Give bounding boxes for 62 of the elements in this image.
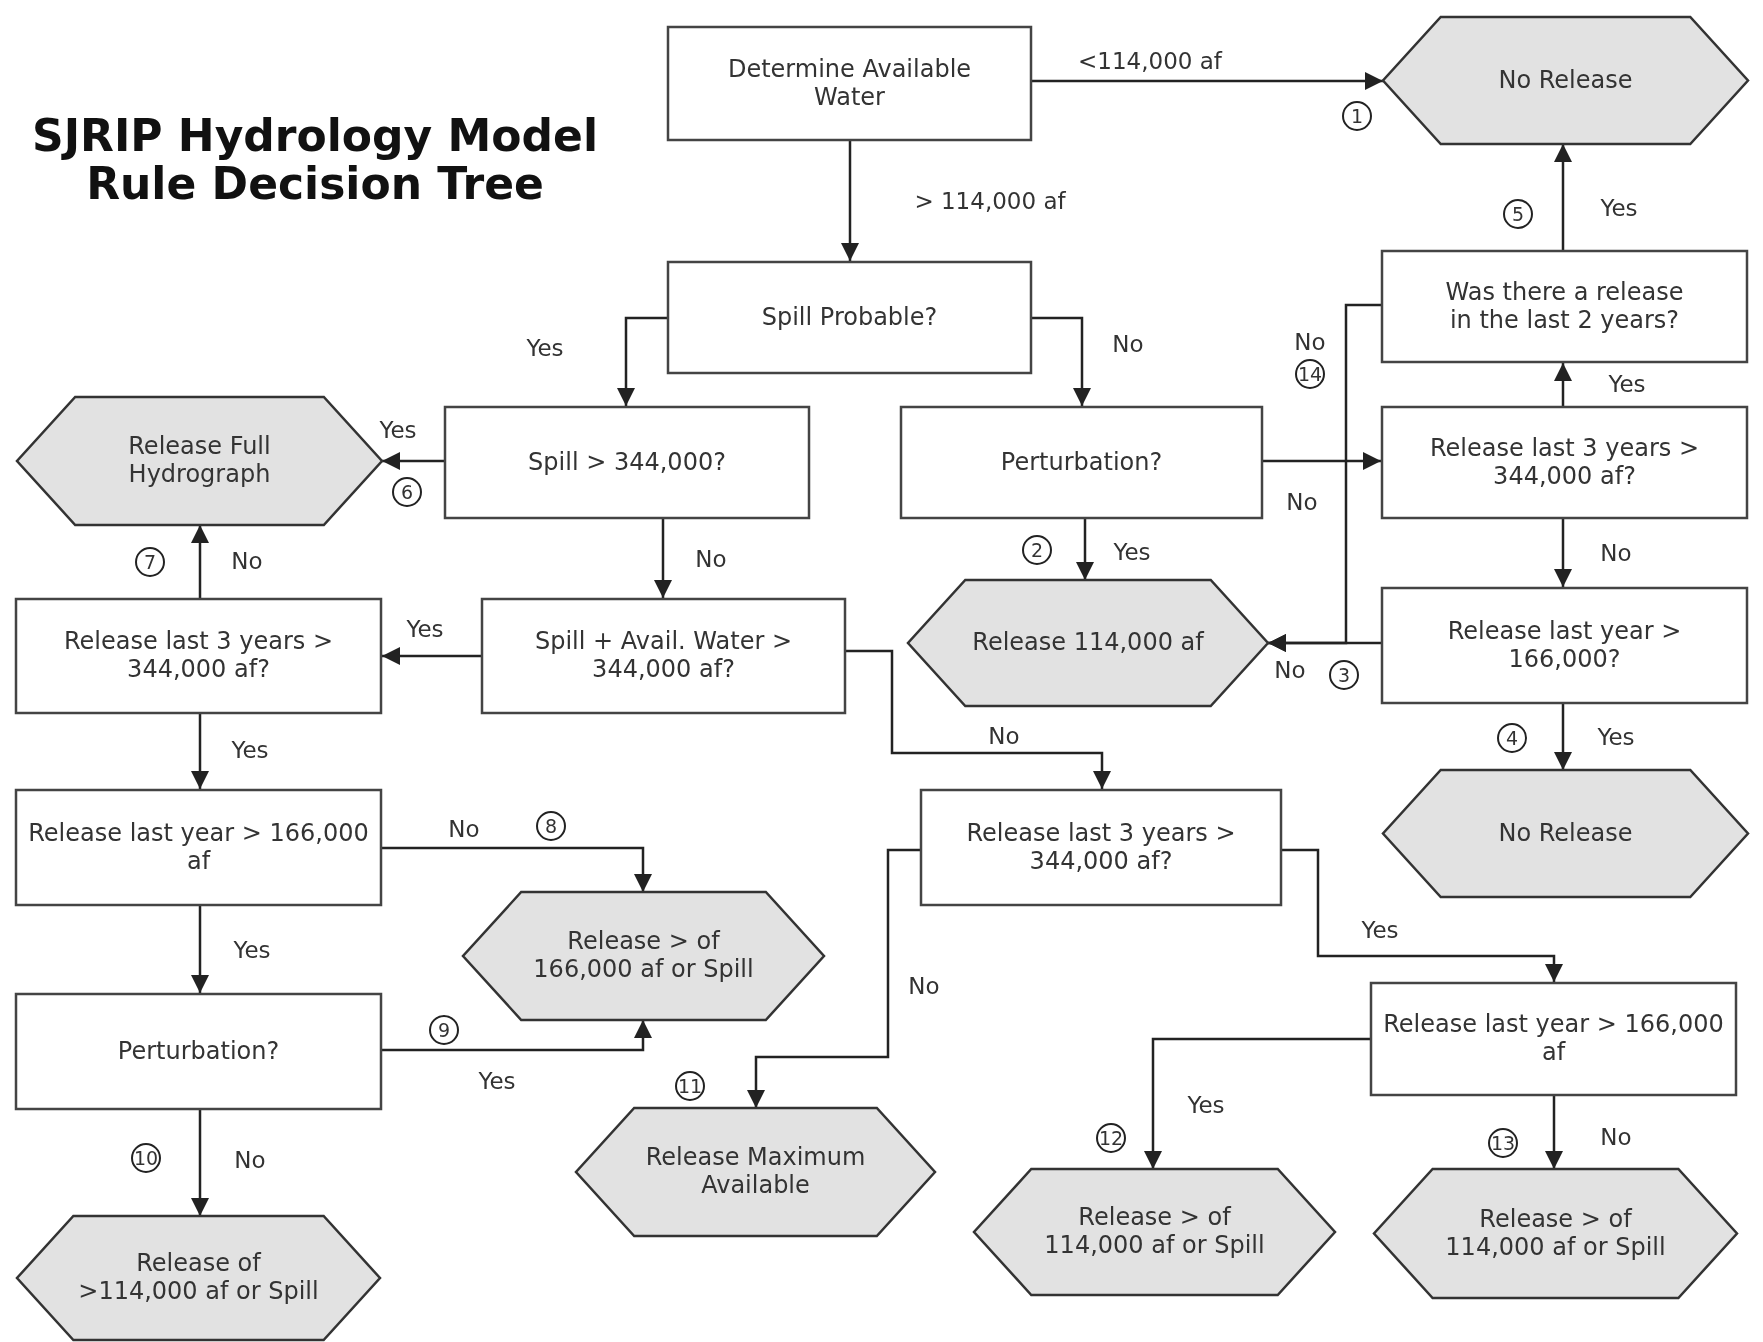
arrow bbox=[1554, 519, 1572, 587]
callout-number: 11 bbox=[675, 1071, 705, 1101]
callout-number: 2 bbox=[1022, 535, 1052, 565]
arrow bbox=[191, 1110, 209, 1216]
arrow bbox=[617, 316, 667, 406]
callout-number: 10 bbox=[131, 1143, 161, 1173]
callout-number: 7 bbox=[135, 547, 165, 577]
arrow bbox=[1282, 848, 1563, 982]
callout-number: 4 bbox=[1497, 723, 1527, 753]
node-text: Release Maximum Available bbox=[644, 1144, 867, 1200]
arrow bbox=[747, 848, 920, 1108]
node-text: Release 114,000 af bbox=[972, 629, 1204, 657]
callout-number: 3 bbox=[1329, 660, 1359, 690]
node-text: Release last 3 years > 344,000 af? bbox=[1429, 434, 1700, 491]
node-text: Spill + Avail. Water > 344,000 af? bbox=[533, 628, 793, 684]
node-text: Release last year > 166,000 af bbox=[1382, 1011, 1725, 1067]
callout-number: 5 bbox=[1503, 199, 1533, 229]
arrow bbox=[1268, 634, 1381, 652]
node-text: Release last 3 years > 344,000 af? bbox=[63, 628, 334, 684]
callout-number: 8 bbox=[536, 811, 566, 841]
arrow bbox=[1554, 704, 1572, 770]
node-text: Release > of 114,000 af or Spill bbox=[1444, 1205, 1667, 1262]
node-text: Release of >114,000 af or Spill bbox=[77, 1250, 320, 1306]
callout-number: 14 bbox=[1295, 359, 1325, 389]
arrow bbox=[1032, 316, 1091, 406]
arrow bbox=[1545, 1096, 1563, 1169]
node-text: Determine Available Water bbox=[727, 55, 972, 112]
node-text: No Release bbox=[1498, 66, 1633, 95]
node-text: Release > of 166,000 af or Spill bbox=[532, 928, 755, 984]
arrow bbox=[382, 846, 652, 892]
callout-number: 1 bbox=[1342, 101, 1372, 131]
arrow bbox=[1554, 144, 1572, 250]
node-text: No Release bbox=[1498, 819, 1633, 848]
node-text: Release Full Hydrograph bbox=[127, 433, 272, 489]
node-text: Perturbation? bbox=[1000, 448, 1163, 477]
node-text: Was there a release in the last 2 years? bbox=[1444, 278, 1685, 335]
node-text: Release last year > 166,000 af bbox=[27, 819, 370, 876]
node-text: Release > of 114,000 af or Spill bbox=[1043, 1204, 1266, 1260]
callout-number: 9 bbox=[429, 1015, 459, 1045]
node-text: Perturbation? bbox=[117, 1037, 280, 1066]
arrow bbox=[382, 452, 444, 470]
arrow bbox=[1554, 363, 1572, 406]
arrow bbox=[382, 1020, 652, 1052]
callout-number: 13 bbox=[1488, 1128, 1518, 1158]
node-text: Release last year > 166,000? bbox=[1446, 617, 1683, 674]
arrow bbox=[191, 525, 209, 598]
arrow bbox=[841, 141, 859, 261]
node-text: Spill > 344,000? bbox=[528, 448, 726, 477]
node-text: Release last 3 years > 344,000 af? bbox=[965, 819, 1237, 876]
arrow bbox=[382, 647, 481, 665]
arrow bbox=[1144, 1037, 1370, 1169]
arrow bbox=[191, 714, 209, 789]
arrow bbox=[1032, 72, 1383, 90]
arrow bbox=[191, 906, 209, 993]
callout-number: 12 bbox=[1096, 1123, 1126, 1153]
arrow bbox=[1263, 452, 1381, 470]
arrow bbox=[1076, 519, 1094, 580]
node-text: Spill Probable? bbox=[761, 303, 938, 332]
callout-number: 6 bbox=[392, 477, 422, 507]
diagram-title: SJRIP Hydrology Model Rule Decision Tree bbox=[30, 112, 600, 209]
arrow bbox=[846, 649, 1111, 789]
arrow bbox=[654, 519, 672, 598]
